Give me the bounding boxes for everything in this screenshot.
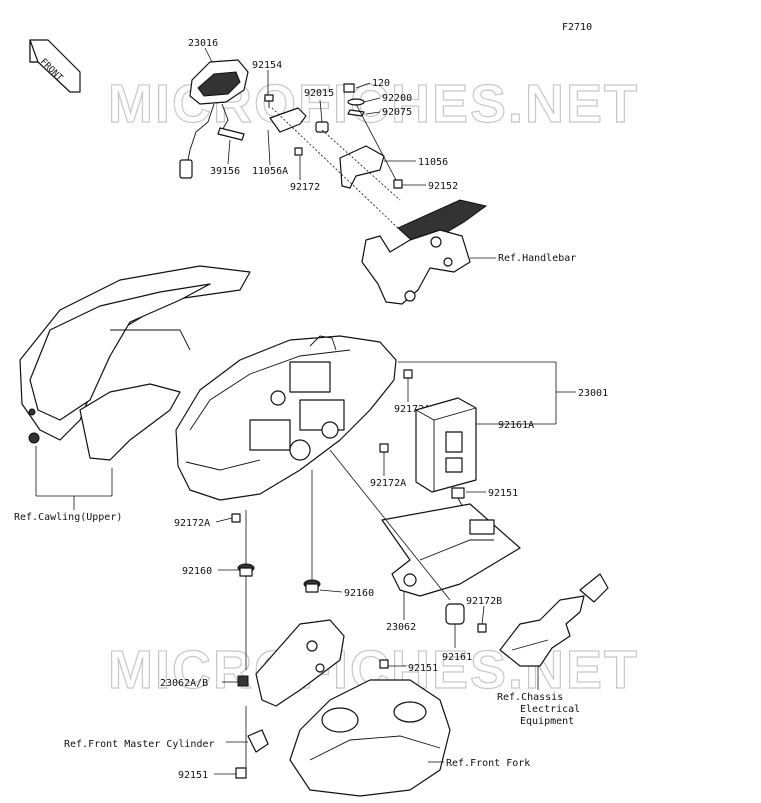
part-92152	[393, 179, 403, 189]
label-ref-cowling: Ref.Cawling(Upper)	[14, 512, 122, 523]
bolt-92151-b	[379, 659, 389, 669]
stay-23062AB	[237, 619, 345, 707]
label-92172B: 92172B	[466, 596, 502, 607]
bolt-92151-c	[235, 767, 247, 779]
switch-assembly-23016	[179, 59, 249, 179]
grommet-92160-b	[303, 579, 321, 593]
front-fork-clamp	[289, 679, 451, 797]
label-92161A: 92161A	[498, 420, 534, 431]
part-39156	[217, 127, 245, 141]
screw-92172A-c	[231, 513, 241, 523]
label-ref-master-cylinder: Ref.Front Master Cylinder	[64, 739, 215, 750]
label-23062AB: 23062A/B	[160, 678, 208, 689]
bracket-11056	[339, 145, 385, 189]
screw-92154	[264, 94, 274, 108]
front-arrow-icon: FRONT	[29, 39, 81, 93]
label-23062: 23062	[386, 622, 416, 633]
label-11056: 11056	[418, 157, 448, 168]
label-92172A-c: 92172A	[174, 518, 210, 529]
cowling-upper	[19, 265, 251, 461]
handlebar-bracket	[361, 199, 488, 305]
label-ref-chassis-1: Ref.Chassis	[497, 692, 563, 703]
label-ref-chassis-2: Electrical	[520, 704, 580, 715]
label-92151-c: 92151	[178, 770, 208, 781]
label-39156: 39156	[210, 166, 240, 177]
grommet-92160-a	[237, 563, 255, 577]
diagram-code: F2710	[562, 22, 592, 33]
screw-92172	[294, 147, 303, 156]
label-92172A-a: 92172A	[394, 404, 430, 415]
label-92151-b: 92151	[408, 663, 438, 674]
label-ref-chassis-3: Equipment	[520, 716, 574, 727]
label-92161: 92161	[442, 652, 472, 663]
label-92160-a: 92160	[182, 566, 212, 577]
screw-92172B	[477, 623, 487, 633]
label-120: 120	[372, 78, 390, 89]
label-ref-handlebar: Ref.Handlebar	[498, 253, 576, 264]
label-92154: 92154	[252, 60, 282, 71]
label-92152: 92152	[428, 181, 458, 192]
label-ref-front-fork: Ref.Front Fork	[446, 758, 530, 769]
label-11056A: 11056A	[252, 166, 288, 177]
rubber-92161	[445, 603, 465, 625]
screw-92172A-a	[403, 369, 413, 379]
label-23001: 23001	[578, 388, 608, 399]
box-92161A	[415, 397, 477, 493]
label-92160-b: 92160	[344, 588, 374, 599]
label-92172A-b: 92172A	[370, 478, 406, 489]
stay-23062	[381, 503, 521, 597]
label-92200: 92200	[382, 93, 412, 104]
bolt-120	[343, 83, 355, 93]
label-92075: 92075	[382, 107, 412, 118]
bracket-11056A	[269, 107, 307, 133]
label-92151-a: 92151	[488, 488, 518, 499]
chassis-bracket	[499, 573, 609, 667]
headlight-housing	[175, 335, 397, 501]
label-23016: 23016	[188, 38, 218, 49]
master-cylinder-bracket	[247, 729, 269, 753]
screw-92172A-b	[379, 443, 389, 453]
label-92172: 92172	[290, 182, 320, 193]
label-92015: 92015	[304, 88, 334, 99]
